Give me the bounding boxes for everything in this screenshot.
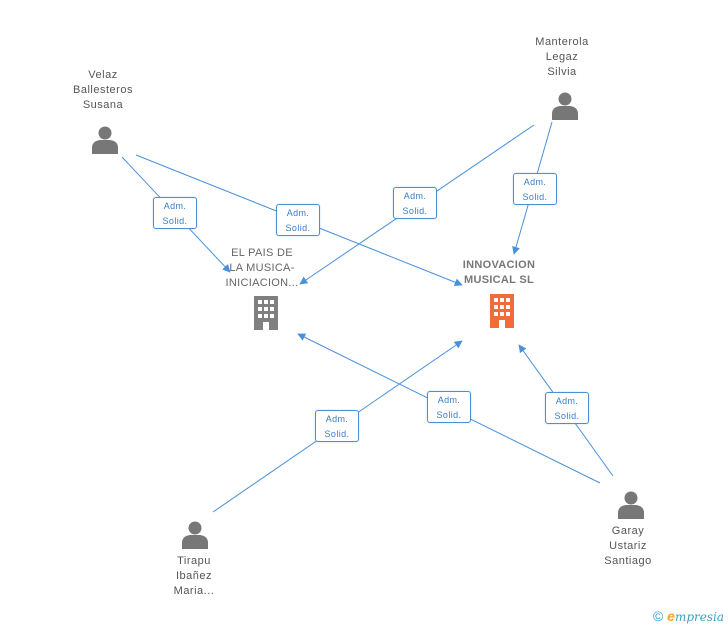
person-label-garay[interactable]: Garay Ustariz Santiago: [604, 525, 652, 567]
copyright-icon: ©: [652, 608, 664, 624]
relation-badge[interactable]: Adm. Solid.: [393, 187, 437, 219]
relation-badge[interactable]: Adm. Solid.: [276, 204, 320, 236]
person-icon[interactable]: [180, 519, 210, 549]
relation-badge[interactable]: Adm. Solid.: [513, 173, 557, 205]
relation-badge[interactable]: Adm. Solid.: [545, 392, 589, 424]
relation-badge[interactable]: Adm. Solid.: [153, 197, 197, 229]
building-icon[interactable]: [487, 294, 517, 328]
person-label-velaz[interactable]: Velaz Ballesteros Susana: [73, 69, 133, 111]
footer-brand: © empresia: [653, 608, 724, 624]
company-label-innovacion[interactable]: INNOVACION MUSICAL SL: [462, 259, 536, 286]
relation-badge[interactable]: Adm. Solid.: [315, 410, 359, 442]
person-icon[interactable]: [90, 124, 120, 154]
relation-badge[interactable]: Adm. Solid.: [427, 391, 471, 423]
person-icon[interactable]: [616, 489, 646, 519]
person-icon[interactable]: [550, 90, 580, 120]
brand-name: mpresia: [674, 610, 724, 624]
company-label-elpais[interactable]: EL PAIS DE LA MUSICA- INICIACION...: [225, 247, 299, 289]
building-icon[interactable]: [251, 296, 281, 330]
person-label-tirapu[interactable]: Tirapu Ibañez Maria...: [173, 555, 215, 597]
brand-initial: e: [667, 608, 675, 624]
person-label-manterola[interactable]: Manterola Legaz Silvia: [535, 36, 589, 78]
